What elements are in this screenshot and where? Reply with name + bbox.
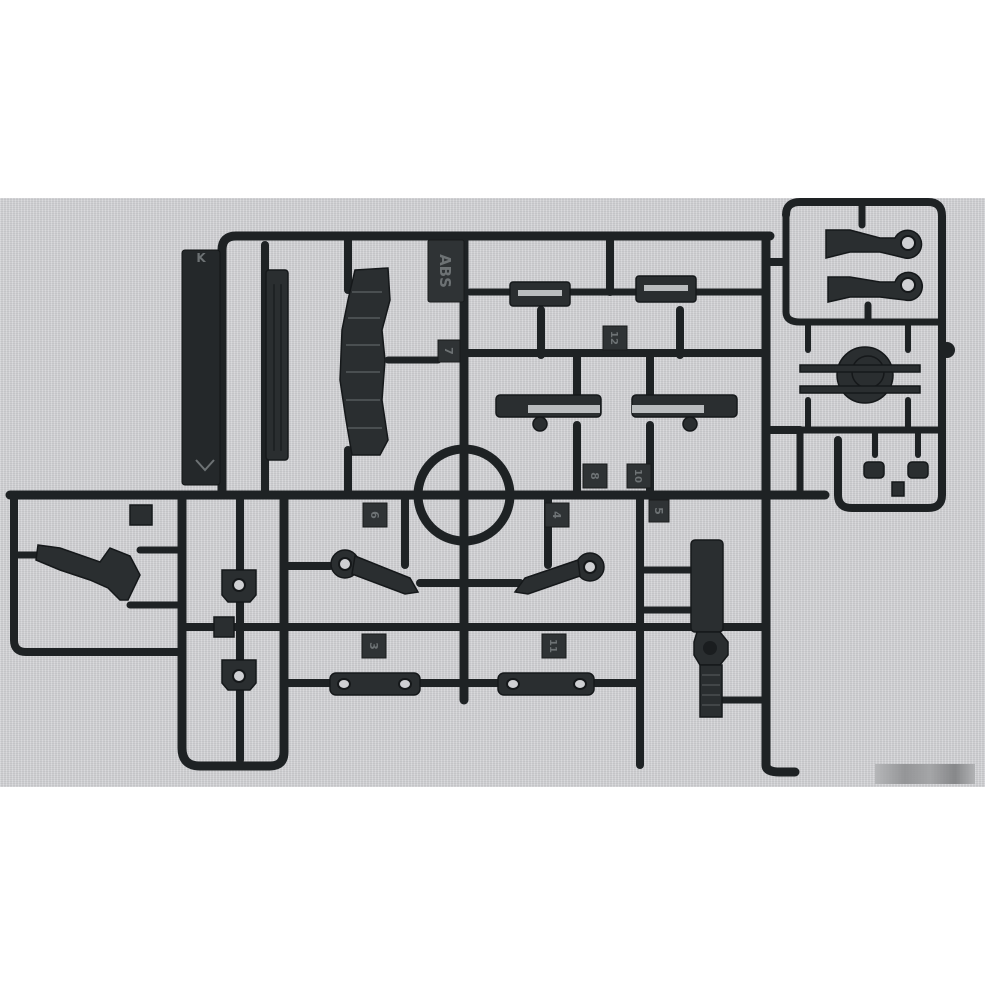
- tag-11: 11: [541, 633, 567, 659]
- svg-text:8: 8: [588, 472, 601, 480]
- tag-10: 10: [626, 463, 652, 489]
- lower-parts: [35, 504, 729, 718]
- svg-text:ABS: ABS: [436, 254, 454, 288]
- svg-text:3: 3: [367, 642, 380, 650]
- part-number-tags: ABS 7 12 8 10 6 4 5: [361, 239, 670, 659]
- tag-6: 6: [362, 502, 388, 528]
- blurred-watermark: [875, 764, 975, 784]
- top-left-parts: [265, 267, 442, 461]
- tag-4: 4: [544, 502, 570, 528]
- tag-7: 7: [437, 339, 461, 363]
- sprue-letter-tag: K: [181, 249, 221, 486]
- svg-text:6: 6: [368, 511, 381, 519]
- tag-3: 3: [361, 633, 387, 659]
- material-tag-abs: ABS: [427, 239, 465, 303]
- svg-text:12: 12: [608, 331, 619, 345]
- svg-text:4: 4: [550, 511, 563, 519]
- svg-text:5: 5: [652, 507, 665, 515]
- svg-text:10: 10: [632, 469, 643, 483]
- top-middle-parts: [495, 275, 738, 432]
- tag-8: 8: [582, 463, 608, 489]
- svg-text:11: 11: [547, 639, 558, 653]
- tag-5: 5: [648, 499, 670, 523]
- svg-text:7: 7: [442, 347, 455, 355]
- sprue-letter-text: K: [196, 251, 206, 265]
- tag-12: 12: [602, 325, 628, 351]
- right-subframe: [782, 198, 955, 512]
